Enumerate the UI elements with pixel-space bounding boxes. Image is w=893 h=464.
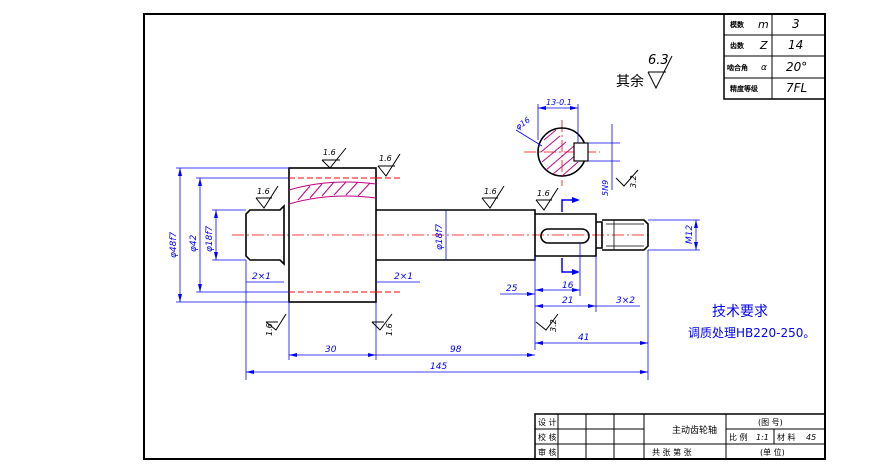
tb-scale-label: 比 例: [729, 432, 748, 442]
roughness-symbols: [255, 147, 639, 331]
dim-key-depth: 13-0.1: [546, 98, 572, 107]
gear-section-hatch: [288, 181, 377, 205]
gear-parameter-table: [723, 13, 826, 100]
title-block-text: 设 计 校 核 审 核 主动齿轮轴 (图 号) 比 例 1:1 材 料 45 共…: [538, 417, 816, 457]
gear-tooth-lines: [289, 177, 400, 293]
ra-gear-top: 1.6: [323, 148, 336, 157]
ra-bottom-left: 1.6: [265, 323, 274, 336]
dimension-lines: [176, 104, 700, 380]
dim-21: 21: [562, 296, 573, 306]
tb-scale-value: 1:1: [756, 433, 769, 442]
param-symbol-module: m: [758, 18, 769, 31]
tech-req-title: 技术要求: [712, 304, 768, 320]
param-name-angle: 啮合角: [727, 63, 748, 72]
param-symbol-teeth: Z: [759, 39, 768, 52]
dim-d18: φ18f7: [205, 225, 215, 252]
dim-16: 16: [562, 281, 574, 291]
dim-key-width: 5N9: [601, 180, 610, 196]
ra-mid-shaft: 1.6: [484, 187, 497, 196]
other-surfaces-value: 6.3: [648, 53, 669, 68]
roughness-values: 1.6 1.6 1.6 1.6 1.6 1.6 1.6 3.2 3.2: [257, 148, 638, 336]
tb-drawing-no: (图 号): [758, 418, 783, 427]
gear-param-value-col: 3 14 20° 7FL: [786, 17, 807, 95]
ra-left-step: 1.6: [257, 187, 270, 196]
dim-145: 145: [430, 362, 447, 372]
param-name-module: 模数: [730, 20, 745, 29]
title-block: [534, 413, 826, 460]
param-value-grade: 7FL: [786, 81, 807, 95]
tb-design: 设 计: [538, 417, 557, 427]
tb-material-label: 材 料: [777, 432, 796, 442]
param-name-teeth: 齿数: [730, 41, 745, 50]
drawing-border: [143, 13, 826, 460]
tb-material-value: 45: [806, 433, 816, 442]
ra-bottom-right: 3.2: [549, 319, 558, 332]
tb-check: 校 核: [538, 432, 557, 442]
gear-param-symbol-col: m Z α: [758, 18, 769, 73]
dim-25: 25: [506, 284, 518, 294]
thread-lines: [606, 220, 644, 250]
dimension-arrows: [178, 106, 698, 374]
dim-undercut: 3×2: [616, 296, 635, 306]
gear-param-name-col: 模数 齿数 啮合角 精度等级: [727, 20, 759, 93]
param-value-module: 3: [792, 17, 800, 31]
dim-41: 41: [578, 333, 589, 343]
ra-key-shaft: 1.6: [537, 189, 550, 198]
section-cut-markers: [561, 199, 578, 273]
dim-30: 30: [325, 345, 337, 355]
param-name-grade: 精度等级: [730, 84, 759, 93]
dim-d18b: φ18f7: [435, 223, 445, 250]
dim-d42: φ42: [189, 234, 199, 252]
dim-d48: φ48f7: [169, 231, 179, 258]
dim-chamfer-right: 2×1: [394, 272, 413, 282]
tb-approve: 审 核: [538, 447, 557, 457]
tb-sheet: 共 张 第 张: [652, 447, 692, 457]
ra-keyway: 3.2: [629, 175, 638, 188]
param-value-angle: 20°: [786, 60, 807, 74]
tech-req-body: 调质处理HB220-250。: [688, 326, 815, 340]
ra-gear-right: 1.6: [379, 154, 392, 163]
other-surfaces-label: 其余: [616, 73, 644, 90]
param-symbol-angle: α: [761, 63, 767, 73]
dim-chamfer-left: 2×1: [252, 272, 271, 282]
dimension-labels: φ48f7 φ42 φ18f7 φ18f7 M12 φ16 13-0.1 5N9…: [169, 98, 695, 372]
dim-m12: M12: [685, 225, 695, 244]
ra-bottom-mid: 1.6: [385, 323, 394, 336]
roughness-symbol-other: [647, 55, 673, 90]
tb-unit: (单 位): [760, 447, 785, 457]
dim-98: 98: [450, 345, 462, 355]
dim-d16: φ16: [514, 115, 532, 131]
shaft-outline: [245, 167, 649, 303]
tb-part-name: 主动齿轮轴: [672, 424, 717, 436]
key-cross-section: [537, 127, 589, 177]
param-value-teeth: 14: [788, 38, 803, 52]
